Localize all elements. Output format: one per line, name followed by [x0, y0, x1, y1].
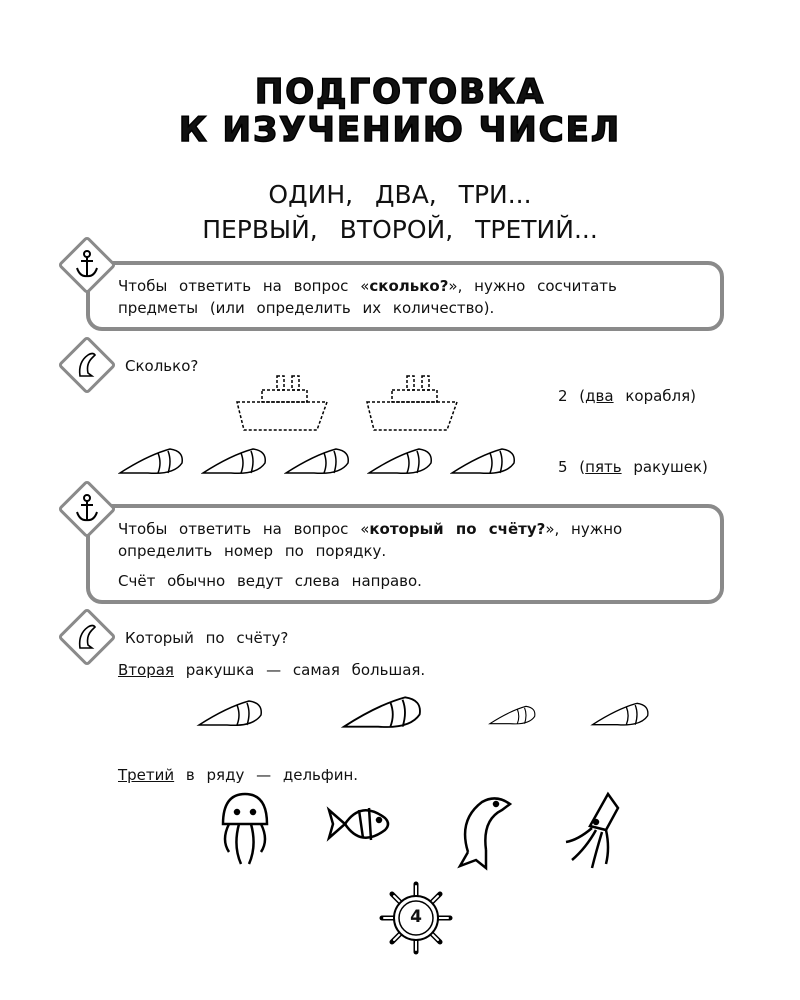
- task2-heading: Который по счёту?: [125, 629, 289, 647]
- dolphin-image: [457, 797, 513, 871]
- shell-image: [284, 448, 349, 475]
- rule-box-1: Чтобы ответить на вопрос «сколько?», нуж…: [86, 261, 724, 331]
- task1-heading: Сколько?: [125, 357, 199, 375]
- shell-image: [201, 448, 266, 475]
- rule2-line3: Счёт обычно ведут слева направо.: [118, 572, 422, 590]
- ships-count: 2 (два корабля): [558, 387, 697, 405]
- shells-count: 5 (пять ракушек): [558, 458, 708, 476]
- page-title-line1: ПОДГОТОВКА: [254, 71, 546, 113]
- shell-image: [450, 448, 515, 475]
- rule2-line1: Чтобы ответить на вопрос «который по счё…: [118, 520, 623, 538]
- shell-image: [367, 448, 432, 475]
- ship-wheel-icon: [379, 881, 453, 955]
- shell-image: [196, 700, 262, 727]
- subtitle-line2: ПЕРВЫЙ, ВТОРОЙ, ТРЕТИЙ...: [202, 215, 598, 244]
- page-title-line2: К ИЗУЧЕНИЮ ЧИСЕЛ: [178, 109, 622, 151]
- ship-image: [236, 375, 329, 431]
- ship-wheel-page-number: 4: [378, 880, 454, 956]
- squid-image: [565, 791, 620, 869]
- page-number: 4: [410, 907, 422, 927]
- rule2-line2: определить номер по порядку.: [118, 542, 387, 560]
- rule1-line1: Чтобы ответить на вопрос «сколько?», нуж…: [118, 277, 617, 295]
- shell-image: [118, 448, 183, 475]
- rule-box-2: Чтобы ответить на вопрос «который по счё…: [86, 504, 724, 604]
- jellyfish-image: [221, 792, 269, 865]
- anchor-icon: [57, 479, 117, 539]
- dolphin-icon: [57, 607, 117, 667]
- shell-image: [590, 702, 649, 726]
- subtitle-line1: ОДИН, ДВА, ТРИ...: [268, 180, 532, 209]
- shell-image-largest: [340, 696, 421, 728]
- dolphin-icon: [57, 335, 117, 395]
- task2-sentence2: Третий в ряду — дельфин.: [118, 766, 359, 784]
- rule1-line2: предметы (или определить их количество).: [118, 299, 495, 317]
- shells-row: [118, 443, 518, 479]
- fish-image: [326, 806, 390, 842]
- shell-image: [488, 705, 536, 725]
- anchor-icon: [57, 235, 117, 295]
- ship-image: [366, 375, 459, 431]
- task2-sentence1: Вторая ракушка — самая большая.: [118, 661, 426, 679]
